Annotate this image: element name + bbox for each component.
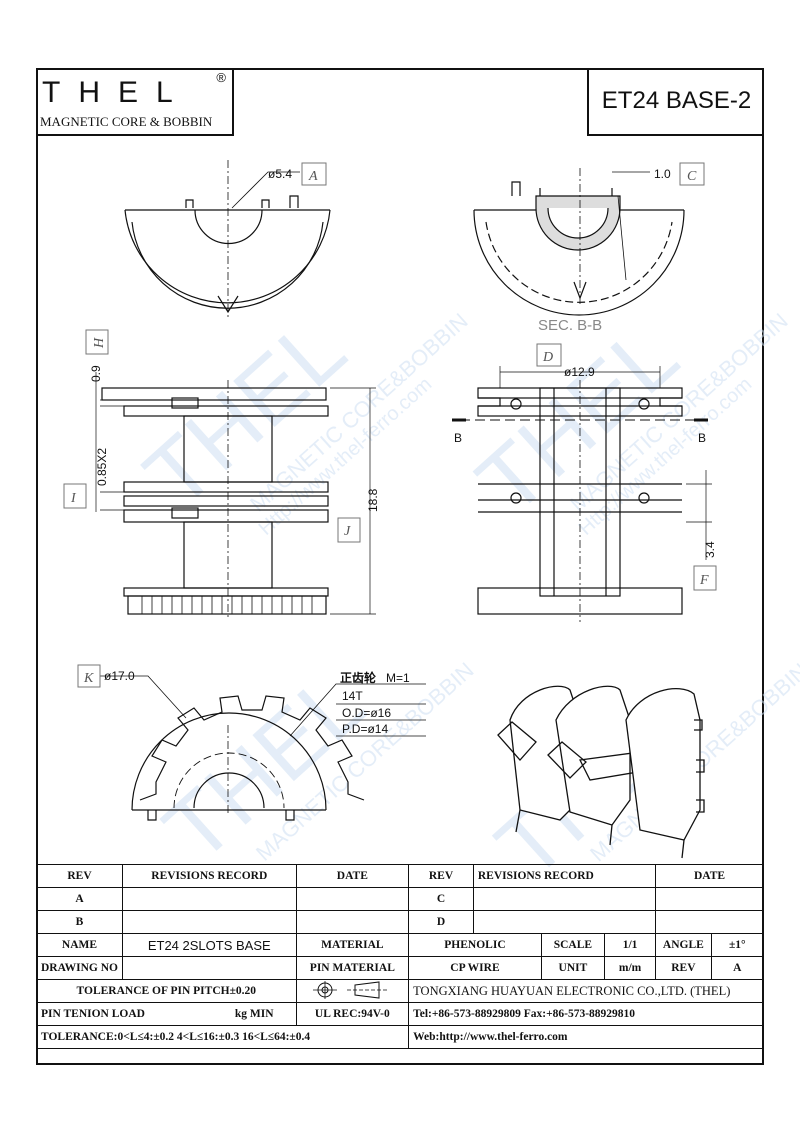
scale-label: SCALE — [540, 933, 606, 957]
ref-f: F — [699, 573, 709, 588]
side-view-left — [95, 372, 376, 620]
logo-brand: THEL — [42, 76, 191, 109]
rev-a: A — [36, 887, 123, 911]
section-mark-b-left: B — [454, 431, 462, 445]
gear-teeth: 14T — [342, 689, 363, 703]
gear-title: 正齿轮 — [340, 670, 377, 685]
pin-material-value: CP WIRE — [408, 956, 542, 980]
dim-a-value: ø5.4 — [268, 167, 292, 181]
gear-view — [100, 675, 426, 821]
top-right-section — [473, 168, 685, 316]
drawing-no-value — [122, 956, 297, 980]
ref-a: A — [308, 169, 318, 184]
date-header-left: DATE — [295, 864, 410, 888]
dim-h-value: 0.9 — [89, 365, 103, 382]
name-label: NAME — [36, 933, 123, 957]
ul-rating: UL REC:94V-0 — [295, 1002, 410, 1026]
date-header-right: DATE — [655, 864, 764, 888]
title-block: REV REVISIONS RECORD DATE REV REVISIONS … — [35, 864, 765, 1049]
gear-module: M=1 — [386, 671, 410, 685]
projection-symbol — [295, 979, 410, 1003]
rev-header-right: REV — [408, 864, 474, 888]
projection-icon — [313, 980, 390, 999]
revisions-header-left: REVISIONS RECORD — [122, 864, 297, 888]
dim-i-value: 0.85X2 — [95, 448, 109, 486]
dim-j-value: 18.8 — [366, 488, 380, 512]
rev-value: A — [710, 956, 765, 980]
side-view-right — [452, 366, 712, 622]
dim-d-value: ø12.9 — [564, 365, 595, 379]
rev-c: C — [408, 887, 474, 911]
pin-tension-row: PIN TENION LOAD kg MIN — [36, 1002, 297, 1026]
pin-tension-unit: kg MIN — [234, 1008, 274, 1020]
unit-value: m/m — [604, 956, 657, 980]
name-value: ET24 2SLOTS BASE — [122, 933, 297, 957]
rev-label: REV — [655, 956, 712, 980]
pin-material-label: PIN MATERIAL — [295, 956, 410, 980]
rev-header-left: REV — [36, 864, 123, 888]
top-left-view — [124, 160, 331, 318]
drawing-frame — [36, 68, 764, 1065]
dim-c-value: 1.0 — [654, 167, 671, 181]
revisions-header-right: REVISIONS RECORD — [472, 864, 657, 888]
ref-d: D — [542, 350, 553, 365]
contact-tel: Tel:+86-573-88929809 Fax:+86-573-8892981… — [408, 1002, 764, 1026]
company-name: TONGXIANG HUAYUAN ELECTRONIC CO.,LTD. (T… — [408, 979, 764, 1003]
drawing-title: ET24 BASE-2 — [587, 68, 764, 136]
pin-tension-label: PIN TENION LOAD — [41, 1008, 145, 1020]
section-mark-b-right: B — [698, 431, 706, 445]
gear-od: O.D=ø16 — [342, 706, 391, 720]
material-value: PHENOLIC — [408, 933, 542, 957]
material-label: MATERIAL — [295, 933, 410, 957]
rev-d: D — [408, 910, 474, 934]
ref-k: K — [83, 671, 94, 686]
company-logo: THEL ® MAGNETIC CORE & BOBBIN — [36, 68, 234, 136]
ref-j: J — [344, 524, 351, 539]
tolerance-pin-pitch: TOLERANCE OF PIN PITCH±0.20 — [36, 979, 297, 1003]
dim-k-value: ø17.0 — [104, 669, 135, 683]
watermark-brand: THEL — [126, 299, 364, 527]
registered-mark: ® — [216, 70, 226, 85]
angle-label: ANGLE — [655, 933, 712, 957]
gear-pd: P.D=ø14 — [342, 722, 388, 736]
isometric-view — [497, 685, 705, 859]
rev-b: B — [36, 910, 123, 934]
dim-f-value: 3.4 — [703, 541, 717, 558]
angle-value: ±1° — [710, 933, 765, 957]
contact-web: Web:http://www.thel-ferro.com — [408, 1025, 764, 1049]
section-label: SEC. B-B — [538, 317, 602, 334]
logo-tagline: MAGNETIC CORE & BOBBIN — [40, 114, 213, 129]
scale-value: 1/1 — [604, 933, 657, 957]
ref-i: I — [70, 491, 77, 506]
ref-h: H — [92, 337, 107, 349]
general-tolerance: TOLERANCE:0<L≤4:±0.2 4<L≤16:±0.3 16<L≤64… — [35, 1025, 410, 1049]
ref-c: C — [687, 169, 697, 184]
drawing-no-label: DRAWING NO — [36, 956, 123, 980]
unit-label: UNIT — [540, 956, 606, 980]
